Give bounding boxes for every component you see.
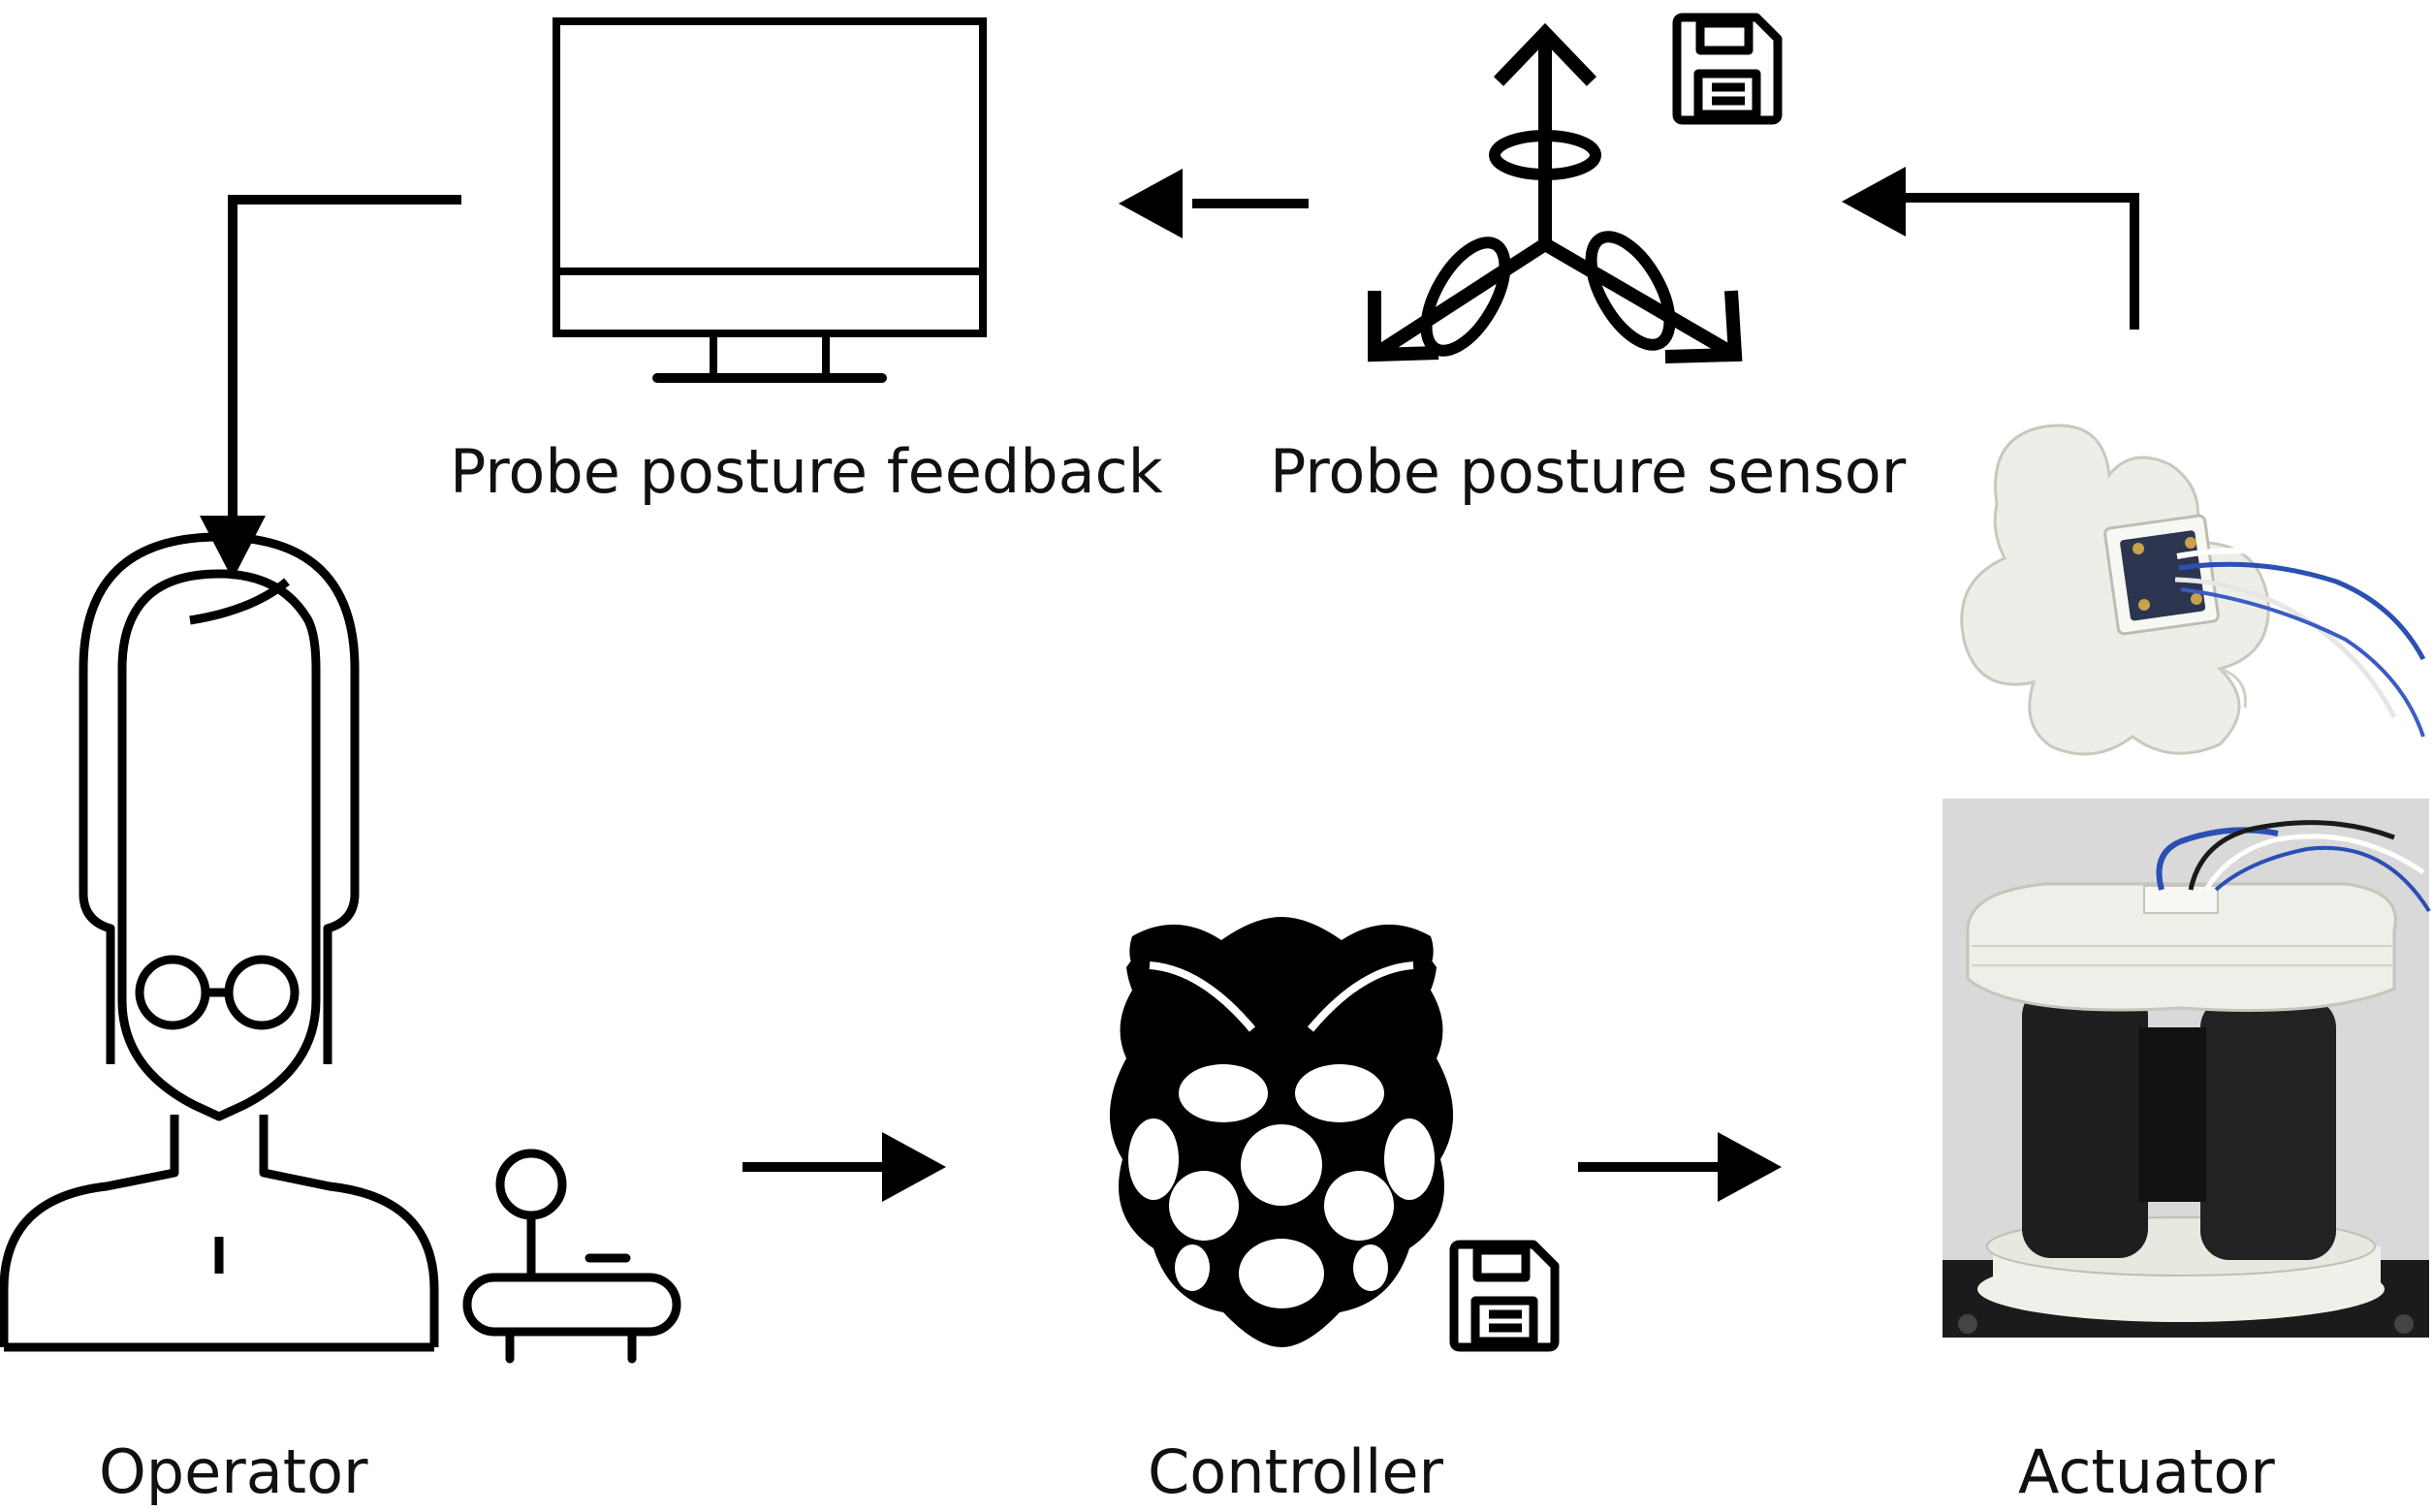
label-probe-posture-feedback: Probe posture feedback bbox=[450, 436, 1163, 507]
arrow-controller-to-actuator bbox=[1578, 1132, 1782, 1202]
actuator-photo bbox=[1943, 799, 2431, 1338]
floppy-disk-icon bbox=[1449, 1240, 1560, 1352]
arrow-actuator-to-sensor bbox=[1842, 167, 2139, 330]
three-axis-rotation-icon bbox=[1368, 22, 1743, 363]
label-actuator: Actuator bbox=[2018, 1436, 2275, 1507]
person-with-glasses-icon bbox=[0, 532, 439, 1352]
arrow-operator-to-controller bbox=[743, 1132, 946, 1202]
raspberry-pi-logo-icon bbox=[1109, 917, 1454, 1347]
arrow-monitor-to-operator bbox=[200, 195, 461, 580]
sensor-board-photo bbox=[1960, 424, 2426, 756]
joystick-icon bbox=[462, 1149, 681, 1364]
monitor-icon bbox=[553, 17, 987, 383]
label-controller: Controller bbox=[1148, 1436, 1443, 1507]
arrow-sensor-to-monitor bbox=[1119, 169, 1309, 238]
label-probe-posture-sensor: Probe posture sensor bbox=[1270, 436, 1907, 507]
label-operator: Operator bbox=[99, 1436, 368, 1507]
floppy-disk-icon bbox=[1672, 13, 1783, 125]
